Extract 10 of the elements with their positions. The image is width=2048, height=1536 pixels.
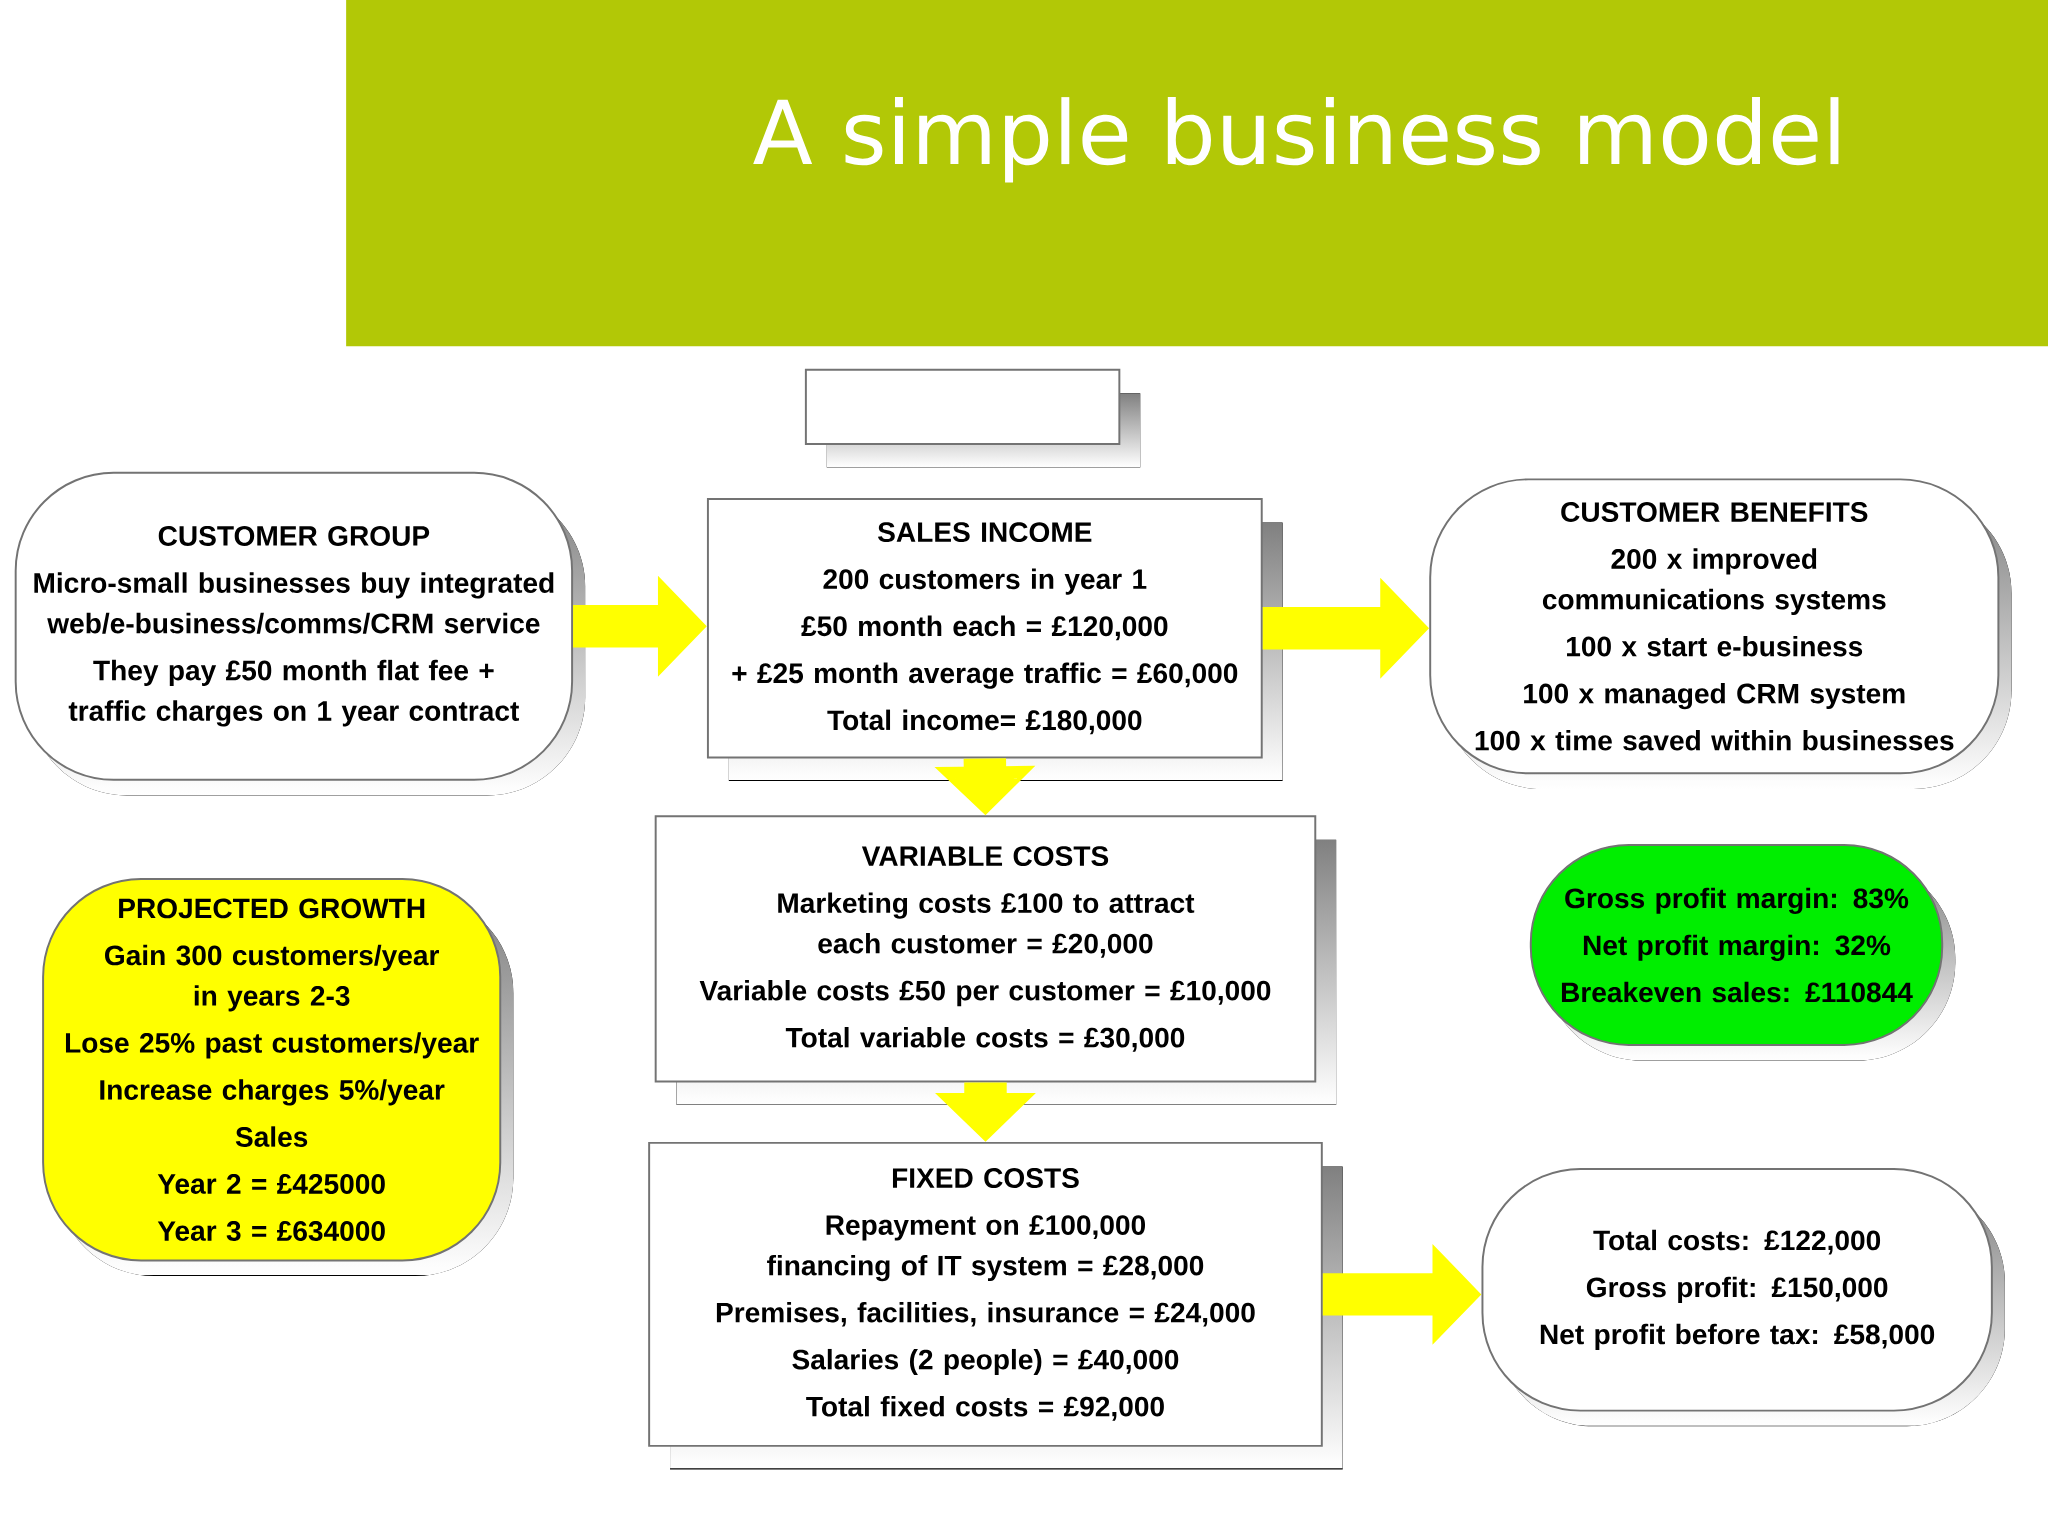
rounded-box: Gross profit margin: 83% Net profit margin: 32% Breakeven sales: £110844 [1529,844,1956,1061]
process-box: SALES INCOME 200 customers in year 1 £50 month each = £120,000 + £25 month average traffic = £60,000 Total income= £180,000 [706,497,1283,782]
process-box: FIXED COSTS Repayment on £100,000 financing of IT system = £28,000 Premises, facilities, insurance = £24,000 Salaries (2 people) = £40,000 Total fixed costs = £92,000 [648,1141,1343,1470]
rounded-box: CUSTOMER BENEFITS 200 x improved communications systems 100 x start e-business 100 x managed CRM system 100 x time saved within businesses [1429,478,2012,789]
empty-box [804,368,1141,468]
rounded-box: Total costs: £122,000 Gross profit: £150,000 Net profit before tax: £58,000 [1481,1168,2005,1427]
rounded-box: CUSTOMER GROUP Micro-small businesses buy integrated web/e-business/comms/CRM service They pay £50 month flat fee + traffic charges on 1 year contract [14,471,586,796]
process-box: VARIABLE COSTS Marketing costs £100 to attract each customer = £20,000 Variable costs £50 per customer = £10,000 Total variable costs = £30,000 [654,815,1337,1105]
title: A simple business model [753,97,1839,183]
rounded-box: PROJECTED GROWTH Gain 300 customers/year in years 2-3 Lose 25% past customers/year Increase charges 5%/year Sales Year 2 = £425000 Year 3 = £634000 [42,878,514,1277]
